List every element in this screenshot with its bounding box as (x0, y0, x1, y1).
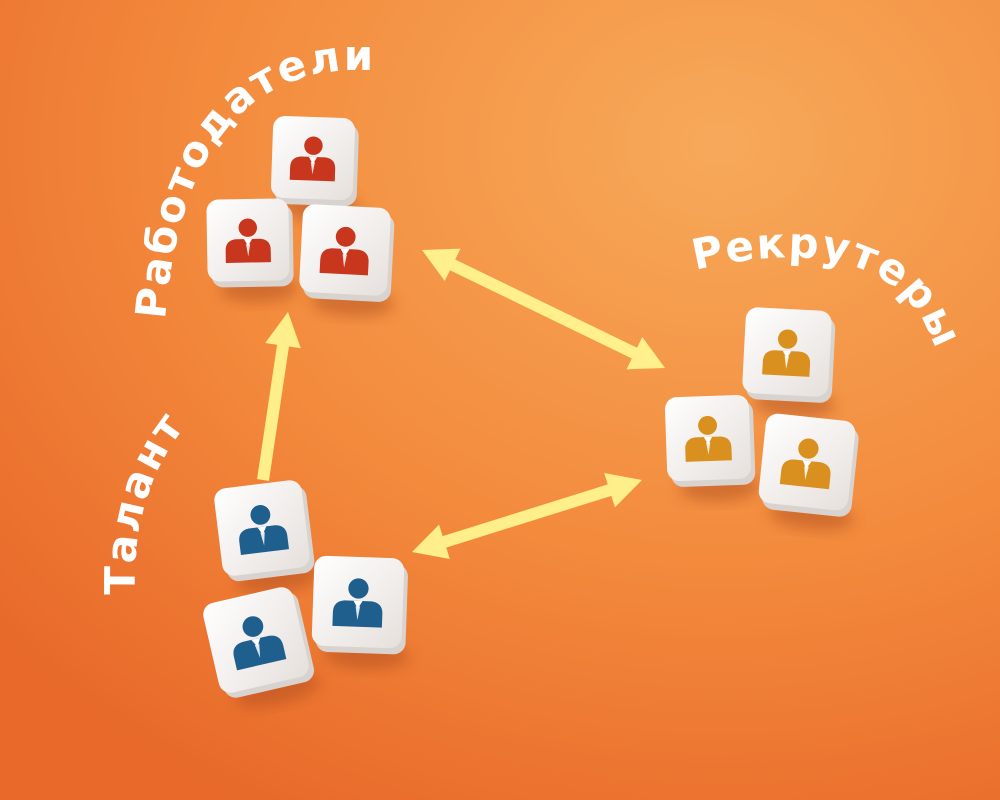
person-in-suit-icon (319, 226, 369, 276)
talent-cube (203, 587, 321, 708)
person-in-suit-icon (225, 218, 271, 263)
person-in-suit-icon (332, 578, 383, 628)
cube-group-employers (206, 116, 395, 317)
person-in-suit-icon (289, 136, 336, 182)
employer-cube (206, 198, 298, 303)
cube-group-recruiters (664, 307, 859, 531)
person-in-suit-icon (779, 438, 831, 490)
arrows (257, 248, 665, 560)
person-in-suit-icon (685, 415, 732, 462)
arrow-talent-recruiters (412, 472, 642, 560)
arrow-employers-recruiters-shape (422, 248, 665, 370)
arrow-talent-recruiters-shape (412, 472, 642, 560)
talent-cube (214, 480, 320, 594)
recruiter-cube (742, 307, 836, 418)
arrow-talent-employers-shape (257, 312, 301, 481)
employer-cube (299, 204, 395, 317)
arrow-employers-recruiters (422, 248, 665, 370)
arrow-talent-employers (257, 312, 301, 481)
person-in-suit-icon (233, 616, 287, 671)
recruiter-cube (758, 413, 859, 531)
person-in-suit-icon (239, 504, 289, 555)
talent-cube (311, 555, 409, 670)
cube-group-talent (203, 480, 409, 708)
employer-cube (271, 116, 361, 222)
recruiter-cube (664, 394, 760, 502)
person-in-suit-icon (762, 329, 811, 377)
